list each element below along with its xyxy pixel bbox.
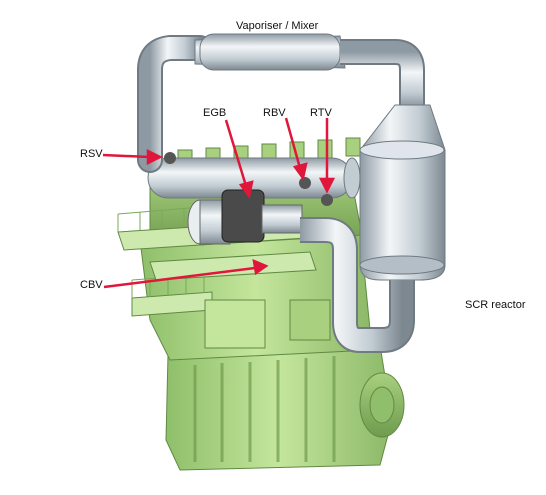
scr-reactor — [359, 104, 446, 281]
turbocharger — [187, 189, 303, 245]
valve-rtv — [321, 194, 333, 206]
label-egb: EGB — [203, 107, 227, 119]
vaporiser-mixer — [194, 33, 425, 110]
label-rbv: RBV — [263, 107, 286, 119]
label-vaporiser-mixer: Vaporiser / Mixer — [236, 20, 319, 32]
label-rsv: RSV — [80, 148, 103, 160]
arrow-rsv — [102, 148, 163, 166]
label-scr-reactor: SCR reactor — [465, 299, 526, 311]
valve-rsv — [164, 152, 176, 164]
label-rtv: RTV — [310, 107, 332, 119]
arrow-cbv — [103, 258, 269, 289]
arrow-rtv — [318, 118, 336, 194]
scr-return-pipe — [300, 217, 415, 353]
arrow-rbv — [284, 117, 308, 181]
pointer-arrows — [102, 117, 336, 289]
arrow-egb — [224, 119, 254, 199]
valve-rbv — [299, 177, 311, 189]
left-riser-pipe — [137, 35, 213, 173]
label-cbv: CBV — [80, 279, 103, 291]
